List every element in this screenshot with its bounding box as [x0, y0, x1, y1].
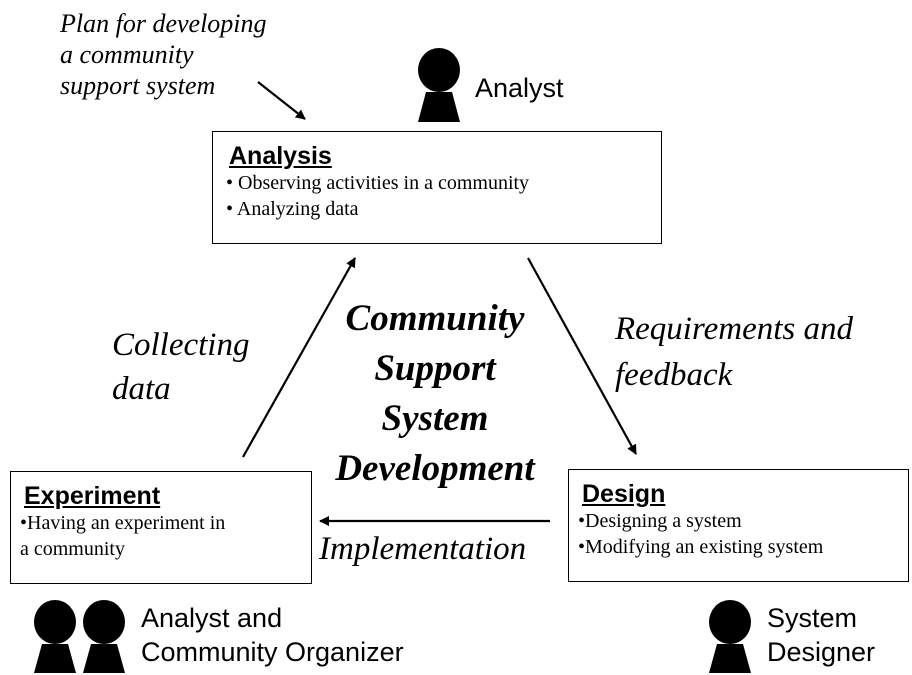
center-title: Community Support System Development [320, 294, 550, 494]
requirements-arrow-icon [527, 257, 637, 455]
analyst-organizer-line: Community Organizer [141, 637, 404, 667]
requirements-line: Requirements and [615, 311, 853, 347]
experiment-item: •Having an experiment in [20, 512, 226, 534]
center-title-line: System [381, 398, 489, 439]
design-item: •Modifying an existing system [578, 536, 824, 558]
analyst-person-icon [418, 48, 460, 122]
plan-arrow-icon [257, 81, 306, 120]
collecting-arrow-icon [242, 257, 356, 458]
analysis-title: Analysis [229, 142, 332, 170]
organizer-person-icon [83, 600, 125, 673]
design-item: •Designing a system [578, 510, 742, 532]
collecting-data-label: Collecting data [112, 323, 249, 411]
experiment-item: a community [20, 538, 125, 560]
analyst-organizer-line: Analyst and [141, 603, 283, 633]
implementation-label: Implementation [319, 531, 527, 567]
analyst-organizer-role-label: Analyst and Community Organizer [141, 601, 404, 669]
design-box: Design •Designing a system •Modifying an… [568, 469, 909, 582]
plan-note: Plan for developing a community support … [60, 8, 267, 102]
system-designer-line: System [767, 603, 858, 633]
center-title-line: Community [345, 298, 525, 339]
analysis-box: Analysis • Observing activities in a com… [212, 131, 662, 244]
analyst-person-icon-1 [34, 600, 76, 673]
experiment-box: Experiment •Having an experiment in a co… [10, 471, 312, 584]
center-title-line: Development [335, 448, 535, 489]
system-designer-line: Designer [767, 637, 876, 667]
experiment-title: Experiment [24, 482, 161, 510]
analysis-item: • Analyzing data [226, 198, 359, 220]
designer-person-icon [709, 600, 751, 673]
system-designer-role-label: System Designer [767, 601, 875, 669]
plan-note-line: a community [60, 40, 194, 70]
requirements-label: Requirements and feedback [615, 306, 853, 398]
requirements-line: feedback [615, 357, 733, 393]
plan-note-line: Plan for developing [60, 9, 267, 38]
analysis-item: • Observing activities in a community [226, 172, 530, 194]
analyst-role-label: Analyst [475, 73, 564, 103]
collecting-line: data [112, 371, 171, 407]
plan-note-line: support system [60, 71, 216, 101]
collecting-line: Collecting [112, 327, 250, 363]
design-title: Design [582, 480, 666, 508]
center-title-line: Support [374, 348, 496, 389]
